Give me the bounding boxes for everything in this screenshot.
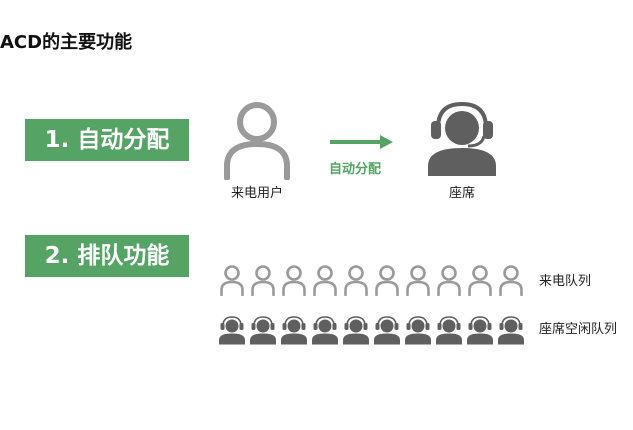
headset-agent-icon [373, 316, 400, 345]
agent-queue-item [371, 311, 402, 345]
headset-agent-icon [466, 316, 493, 345]
user-outline-icon [281, 265, 306, 296]
page-title: ACD的主要功能 [0, 32, 133, 53]
headset-agent-icon [311, 316, 338, 345]
user-outline-icon [467, 265, 492, 296]
agent-queue-item [309, 311, 340, 345]
agent-queue-item [278, 311, 309, 345]
headset-agent-icon [249, 316, 276, 345]
headset-agent-icon [428, 101, 496, 176]
caller-queue-item [433, 262, 464, 296]
caller-queue-item [309, 262, 340, 296]
caller-user-icon [224, 102, 290, 180]
caller-queue-label: 来电队列 [539, 274, 592, 289]
agent-queue-item [464, 311, 495, 345]
headset-agent-icon [404, 316, 431, 345]
agent-idle-queue [216, 311, 526, 345]
auto-distribution-label: 自动分配 [329, 162, 382, 177]
headset-agent-icon [435, 316, 462, 345]
agent-label: 座席 [448, 186, 475, 201]
caller-queue-item [340, 262, 371, 296]
caller-queue-item [464, 262, 495, 296]
user-outline-icon [312, 265, 337, 296]
feature-auto-distribution: 1. 自动分配 [25, 119, 189, 161]
agent-queue-item [495, 311, 526, 345]
agent-queue-item [216, 311, 247, 345]
caller-queue-item [371, 262, 402, 296]
user-outline-icon [405, 265, 430, 296]
user-outline-icon [250, 265, 275, 296]
caller-queue-item [247, 262, 278, 296]
headset-agent-icon [218, 316, 245, 345]
caller-queue-item [495, 262, 526, 296]
feature-queuing: 2. 排队功能 [25, 235, 189, 277]
user-outline-icon [219, 265, 244, 296]
caller-queue-item [402, 262, 433, 296]
caller-label: 来电用户 [230, 186, 283, 201]
user-outline-icon [498, 265, 523, 296]
user-outline-icon [343, 265, 368, 296]
agent-queue-item [402, 311, 433, 345]
arrow-right-icon [330, 135, 393, 149]
caller-queue-item [216, 262, 247, 296]
caller-queue-item [278, 262, 309, 296]
agent-queue-item [433, 311, 464, 345]
user-outline-icon [436, 265, 461, 296]
user-outline-icon [374, 265, 399, 296]
caller-queue [216, 262, 526, 296]
headset-agent-icon [280, 316, 307, 345]
agent-queue-item [247, 311, 278, 345]
headset-agent-icon [497, 316, 524, 345]
agent-idle-queue-label: 座席空闲队列 [539, 322, 618, 337]
agent-queue-item [340, 311, 371, 345]
headset-agent-icon [342, 316, 369, 345]
